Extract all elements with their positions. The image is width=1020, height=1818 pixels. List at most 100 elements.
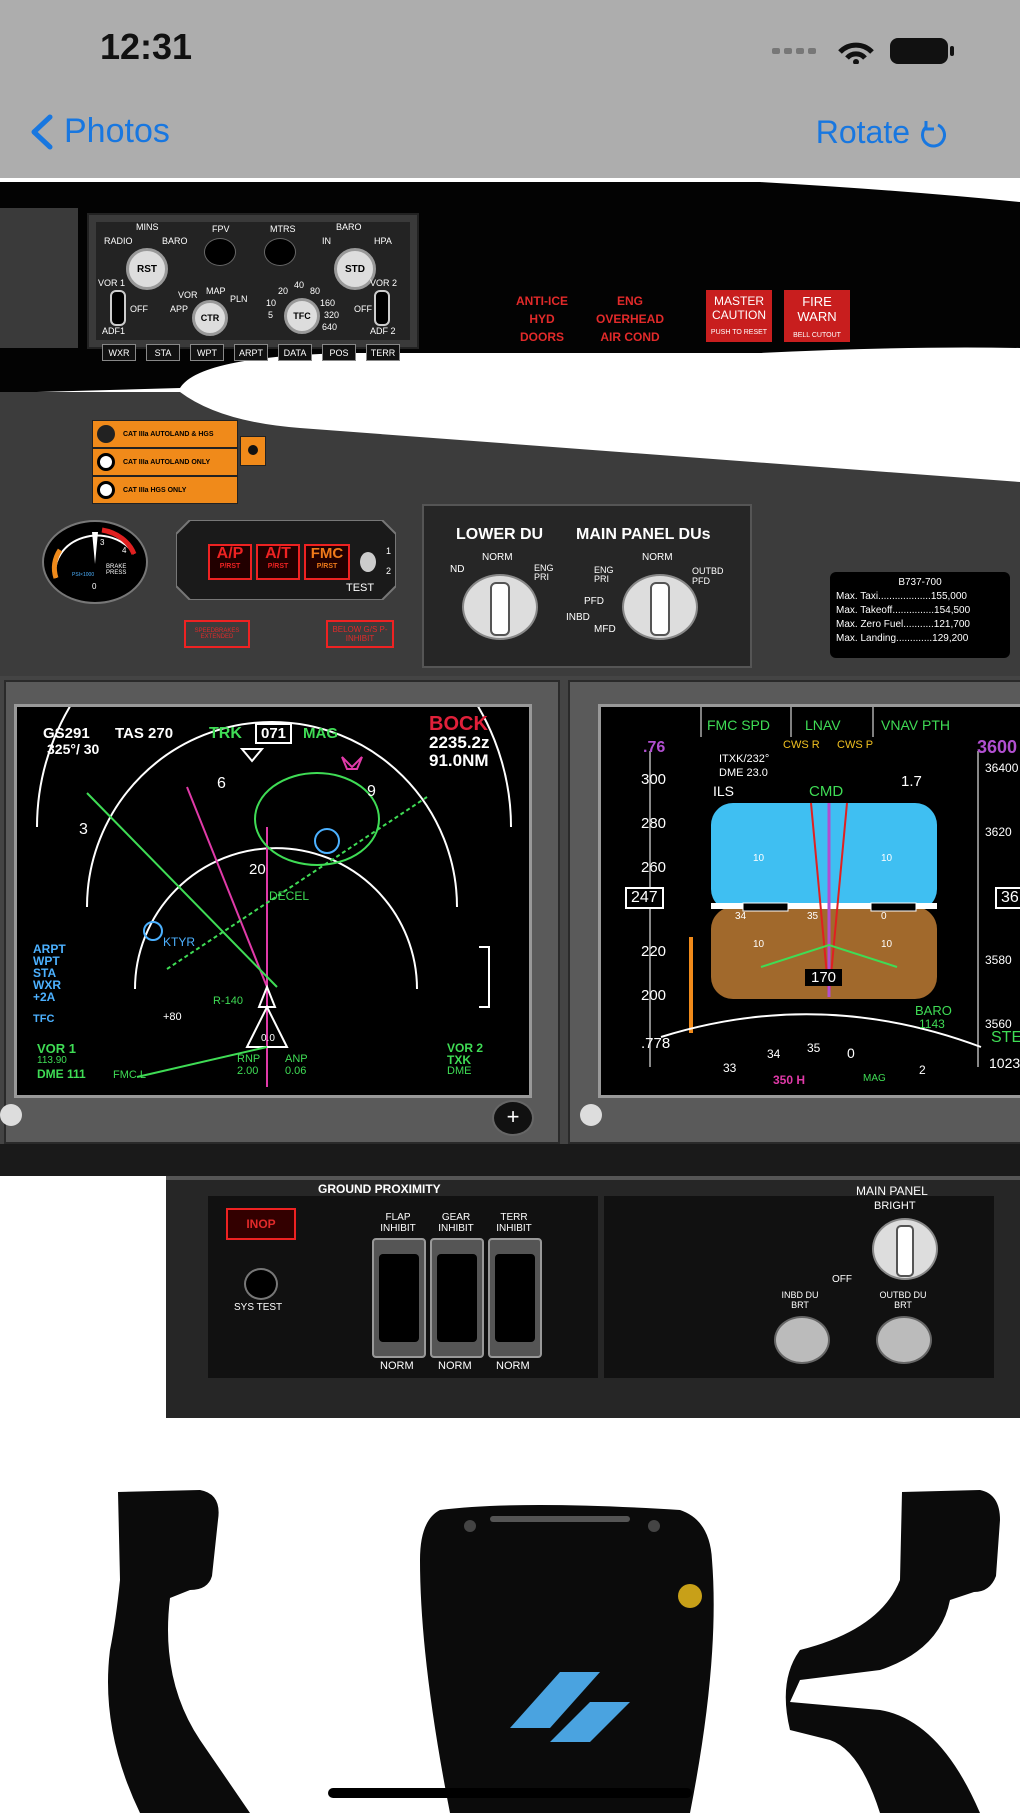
nd-fmcl: FMC L [113,1069,146,1081]
hyd-label: HYD [529,312,555,326]
placard-row: Max. Takeoff...............154,500 [836,605,971,616]
nd-decel: DECEL [269,889,310,903]
mode-knob[interactable]: CTR [192,300,228,336]
vor1-switch[interactable] [110,290,126,326]
r320-label: 320 [324,310,340,320]
gear-inhibit-switch[interactable] [430,1238,484,1358]
main-eng-pri-label: ENG PRI [594,565,614,584]
weight-limits-placard: B737-700 Max. Taxi...................155… [830,572,1010,658]
minimums-knob[interactable]: RST [126,248,168,290]
below-gs-light[interactable]: BELOW G/S P-INHIBIT [326,620,394,648]
fmc-sub: P/RST [316,563,338,570]
data-button[interactable]: DATA [278,344,312,361]
inbd-du-brightness-knob[interactable] [774,1316,830,1364]
outbd-pfd-label: OUTBD PFD [692,566,724,586]
rst-label: RST [137,263,157,275]
brake-label: BRAKE PRESS [106,564,127,576]
baro-knob[interactable]: STD [334,248,376,290]
nd-heading: 071 [255,723,293,744]
nd-arpt: ARPT [33,942,66,956]
pos-button[interactable]: POS [322,344,356,361]
sta-button[interactable]: STA [146,344,180,361]
gear-norm-label: NORM [438,1360,472,1372]
tfc-knob-label: TFC [293,311,311,321]
arpt-button[interactable]: ARPT [234,344,268,361]
overhead-label: OVERHEAD [595,312,664,326]
push-reset-label: PUSH TO RESET [710,329,768,336]
nd-2a: +2A [33,990,56,1004]
pfd-qnh: 1023 [989,1055,1020,1071]
pfd-heading: 170 [805,969,843,986]
terr-button[interactable]: TERR [366,344,400,361]
chevron-left-icon [31,114,53,149]
nd-wind: 325°/ 30 [47,741,100,757]
r160-label: 160 [320,298,336,308]
bezel-strip [0,1144,1020,1178]
pfd-pitch-10c: 10 [753,939,765,950]
pfd-dial-35: 35 [807,1041,821,1055]
brake-t3: 3 [100,538,105,547]
pfd-35: 35 [807,911,819,922]
annunciator-right[interactable]: ENG OVERHEAD AIR COND [584,292,676,346]
back-button[interactable]: Photos [28,112,170,151]
rotate-button[interactable]: Rotate [816,114,946,151]
wpt-button[interactable]: WPT [190,344,224,361]
main-panel-brightness-knob[interactable] [872,1218,938,1280]
nd-add-button[interactable]: + [492,1100,534,1136]
yokes-graphic [108,1490,1000,1813]
pfd-itxk: ITXK/232° [719,753,770,765]
terr-inhibit-switch[interactable] [488,1238,542,1358]
mtrs-button[interactable] [264,238,296,266]
nd-brightness-button[interactable] [0,1104,22,1126]
master-caution-button[interactable]: MASTER CAUTION PUSH TO RESET [706,290,772,342]
main-du-selector[interactable] [622,574,698,640]
nd-distance: 91.0NM [429,751,489,770]
nd-compass-6: 6 [217,775,226,792]
nd-tfc: TFC [33,1013,55,1025]
sys-test-button[interactable] [244,1268,278,1300]
pfd-speed-260: 260 [641,859,667,876]
pfd-brightness-button[interactable] [580,1104,602,1126]
brake-pressure-gauge: 3 4 BRAKE PRESS PSI×1000 0 [42,520,148,604]
pfd-speed-280: 280 [641,815,667,832]
rotate-icon [921,120,946,148]
fire-warn-button[interactable]: FIRE WARN BELL CUTOUT [784,290,850,342]
nd-zero: 0.0 [261,1033,275,1044]
lower-du-selector[interactable] [462,574,538,640]
nd-trk: TRK [209,725,242,742]
test-2-label: 2 [386,566,392,576]
annunciator-left[interactable]: ANTI-ICE HYD DOORS [506,292,578,346]
gpws-title: GROUND PROXIMITY [318,1182,441,1196]
autoland-hgs-label: CAT IIIa AUTOLAND & HGS [123,430,214,438]
off-label: OFF [832,1274,852,1285]
efis-control-panel: MINS RADIO BARO RST FPV MTRS IN BARO HPA… [96,222,410,340]
nd-vor1-freq: 113.90 [37,1055,67,1066]
pfd-baro-val: 1143 [919,1017,945,1031]
flap-inhibit-switch[interactable] [372,1238,426,1358]
brake-psi: PSI×1000 [72,572,95,578]
vor2-switch[interactable] [374,290,390,326]
nd-dme2: DME [447,1065,472,1077]
inbd-du-brt-label: INBD DU BRT [781,1290,819,1310]
placard-row: Max. Zero Fuel...........121,700 [836,619,970,630]
ap-sub: P/RST [219,563,241,570]
wxr-button[interactable]: WXR [102,344,136,361]
pfd-speed-220: 220 [641,943,667,960]
range-knob[interactable]: TFC [284,298,320,334]
outbd-du-brt-label: OUTBD DU BRT [879,1290,927,1310]
hgs-only-label: CAT IIIa HGS ONLY [123,486,187,494]
autoland-selector[interactable] [240,436,266,466]
hgs-only-lamp [97,481,115,499]
fpv-button[interactable] [204,238,236,266]
nd-compass-3: 3 [79,821,88,838]
eng-label: ENG [616,294,643,308]
signal-icon [772,38,954,65]
outbd-du-brightness-knob[interactable] [876,1316,932,1364]
light-test-switch[interactable] [360,552,376,572]
nd-compass-9: 9 [367,783,376,800]
terr-norm-label: NORM [496,1360,530,1372]
nd-plus80: +80 [163,1011,182,1023]
